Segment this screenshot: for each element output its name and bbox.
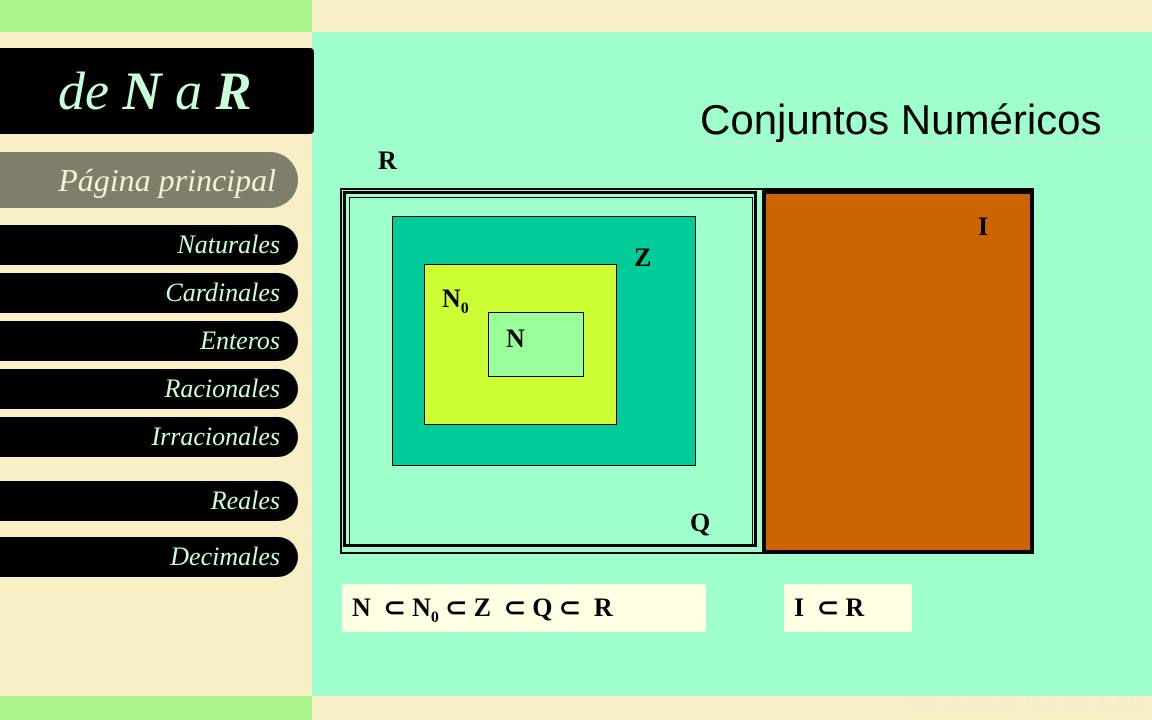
set-n0-letter: N (442, 284, 461, 313)
formula1-r: R (593, 593, 613, 622)
set-n0-subscript: 0 (460, 300, 469, 318)
page-title: Conjuntos Numéricos (700, 96, 1102, 143)
nav-irracionales[interactable]: Irracionales (0, 417, 298, 457)
nav-enteros[interactable]: Enteros (0, 321, 298, 361)
set-i-box (766, 194, 1030, 550)
set-i-label: I (978, 212, 989, 241)
irrational-inclusion-formula: I ⊂ R (784, 584, 912, 632)
formula2-r: R (845, 593, 865, 622)
last-updated: Última actualización: 16 de marzo de 201… (898, 697, 1142, 712)
set-q-inner-border (349, 197, 753, 545)
logo-text-pre: de (58, 61, 123, 121)
set-r-label: R (378, 146, 397, 175)
logo-text-mid: a (161, 61, 216, 121)
title-underline (700, 142, 1152, 143)
logo: de N a R (0, 48, 314, 134)
subset-symbol: ⊂ (504, 593, 526, 622)
nav-decimales[interactable]: Decimales (0, 537, 298, 577)
nav-racionales[interactable]: Racionales (0, 369, 298, 409)
formula1-q: Q (532, 593, 553, 622)
formula1-n0-subscript: 0 (430, 609, 439, 627)
set-q-label: Q (690, 508, 711, 537)
nav-home-button[interactable]: Página principal (0, 152, 298, 208)
bottom-accent-bar (0, 696, 312, 720)
nav-naturales[interactable]: Naturales (0, 225, 298, 265)
subset-symbol: ⊂ (817, 593, 839, 622)
subset-symbol: ⊂ (383, 593, 406, 622)
formula1-z: Z (473, 593, 491, 622)
set-z-label: Z (634, 243, 652, 272)
logo-text-n: N (122, 61, 162, 121)
set-n-label: N (506, 324, 525, 353)
logo-text-r: R (215, 61, 252, 121)
formula1-n: N (352, 593, 371, 622)
formula2-i: I (794, 593, 805, 622)
subset-symbol: ⊂ (559, 593, 581, 622)
set-n-box (488, 312, 584, 377)
set-n0-label: N0 (442, 284, 469, 318)
top-accent-bar (0, 0, 312, 32)
inclusion-chain-formula: N ⊂ N0 ⊂ Z ⊂ Q ⊂ R (342, 584, 706, 632)
nav-cardinales[interactable]: Cardinales (0, 273, 298, 313)
set-r-box (340, 188, 1034, 554)
set-q-box (343, 191, 757, 547)
formula1-n0: N (412, 593, 431, 622)
subset-symbol: ⊂ (445, 593, 468, 622)
nav-reales[interactable]: Reales (0, 481, 298, 521)
